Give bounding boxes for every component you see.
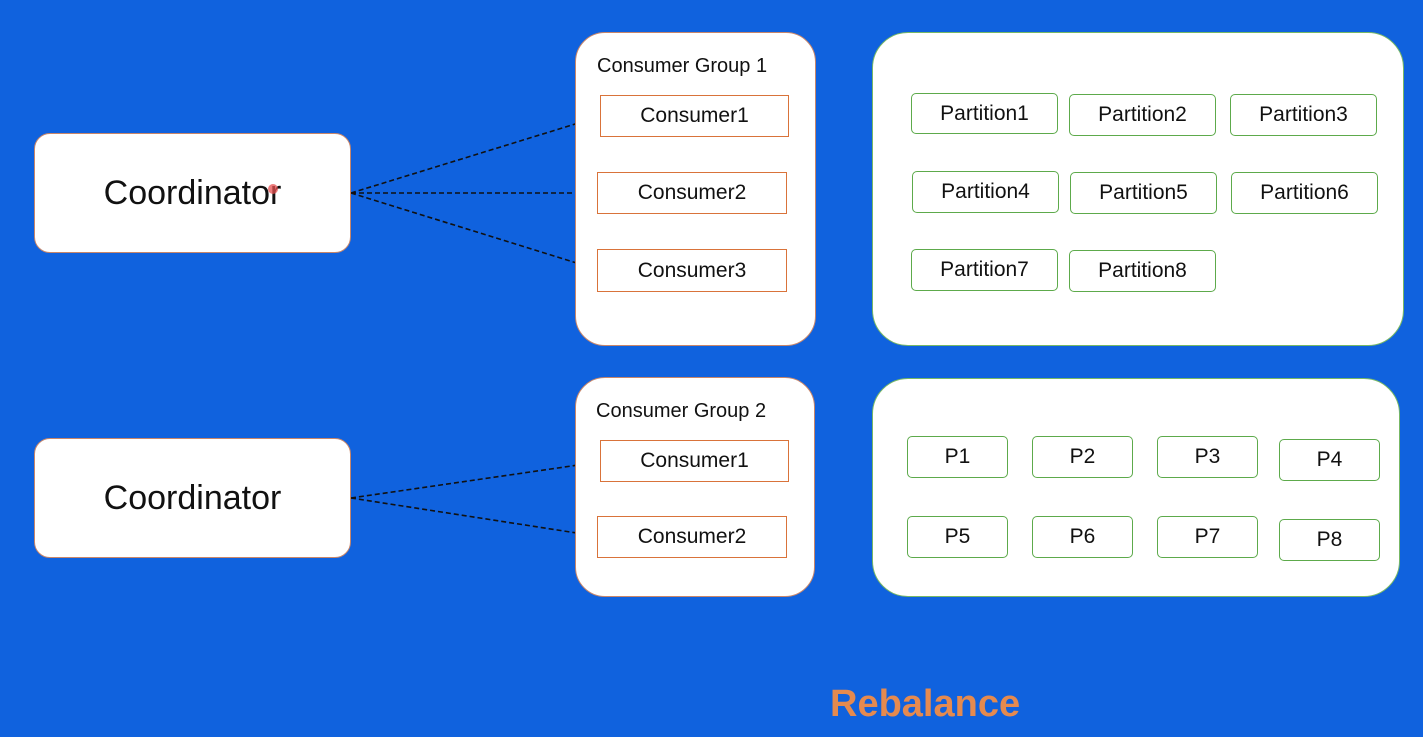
- group-1-consumer3: Consumer3: [597, 249, 787, 292]
- arrow-coordinator1-consumer3: [350, 192, 597, 271]
- partition-3: Partition3: [1230, 94, 1377, 136]
- coordinator-1: Coordinator: [34, 133, 351, 253]
- p6: P6: [1032, 516, 1133, 558]
- p2: P2: [1032, 436, 1133, 478]
- partition-5: Partition5: [1070, 172, 1217, 214]
- partition-6: Partition6: [1231, 172, 1378, 214]
- consumer-group-2-title: Consumer Group 2: [596, 400, 767, 422]
- p5: P5: [907, 516, 1008, 558]
- p1: P1: [907, 436, 1008, 478]
- consumer-group-2: [575, 377, 815, 597]
- p4: P4: [1279, 439, 1380, 481]
- arrow-coordinator2-consumer2: [350, 497, 597, 539]
- partition-8: Partition8: [1069, 250, 1216, 292]
- arrow-coordinator1-consumer1: [350, 115, 599, 194]
- partition-1: Partition1: [911, 93, 1058, 134]
- p3: P3: [1157, 436, 1258, 478]
- coordinator-2-label: Coordinator: [103, 478, 282, 517]
- p7: P7: [1157, 516, 1258, 558]
- arrow-coordinator2-consumer1: [350, 459, 600, 499]
- rebalance-caption: Rebalance: [830, 683, 1021, 725]
- cursor-pointer-icon: [268, 184, 278, 194]
- group-1-consumer1: Consumer1: [600, 95, 789, 137]
- consumer-group-1-title: Consumer Group 1: [597, 55, 768, 77]
- partition-7: Partition7: [911, 249, 1058, 291]
- coordinator-1-label: Coordinator: [103, 173, 282, 212]
- partition-2: Partition2: [1069, 94, 1216, 136]
- partition-4: Partition4: [912, 171, 1059, 213]
- coordinator-2: Coordinator: [34, 438, 351, 558]
- partition-pool-2: [872, 378, 1400, 597]
- group-1-consumer2: Consumer2: [597, 172, 787, 214]
- p8: P8: [1279, 519, 1380, 561]
- group-2-consumer2: Consumer2: [597, 516, 787, 558]
- group-2-consumer1: Consumer1: [600, 440, 789, 482]
